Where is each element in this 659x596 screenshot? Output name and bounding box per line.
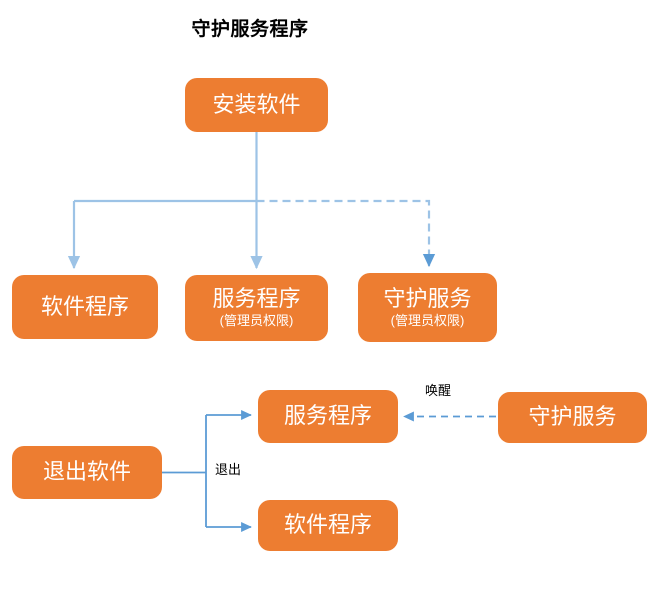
node-label: 退出软件 [42, 459, 131, 485]
page-title: 守护服务程序 [191, 19, 309, 40]
node-software-program-top[interactable]: 软件程序 [12, 275, 158, 339]
node-sublabel: (管理员权限) [219, 313, 294, 329]
node-label: 守护服务 [528, 404, 617, 430]
node-service-program-admin[interactable]: 服务程序 (管理员权限) [185, 275, 328, 341]
node-label: 安装软件 [212, 91, 301, 117]
node-software-program-bottom[interactable]: 软件程序 [258, 500, 398, 551]
node-label: 守护服务 [383, 285, 472, 311]
node-guard-service-admin[interactable]: 守护服务 (管理员权限) [358, 273, 497, 342]
node-label: 软件程序 [283, 512, 372, 538]
node-exit-software[interactable]: 退出软件 [12, 446, 162, 499]
node-install-software[interactable]: 安装软件 [185, 78, 328, 132]
edge-label-wake: 唤醒 [425, 383, 452, 398]
node-label: 服务程序 [283, 403, 372, 429]
node-label: 服务程序 [212, 286, 301, 312]
node-sublabel: (管理员权限) [390, 312, 465, 328]
edge-install-to-guard-admin [256, 199, 436, 268]
node-service-program-bottom[interactable]: 服务程序 [258, 390, 398, 443]
node-label: 软件程序 [40, 293, 129, 319]
node-guard-service-bottom[interactable]: 守护服务 [498, 392, 647, 443]
edge-label-exit: 退出 [215, 462, 242, 477]
